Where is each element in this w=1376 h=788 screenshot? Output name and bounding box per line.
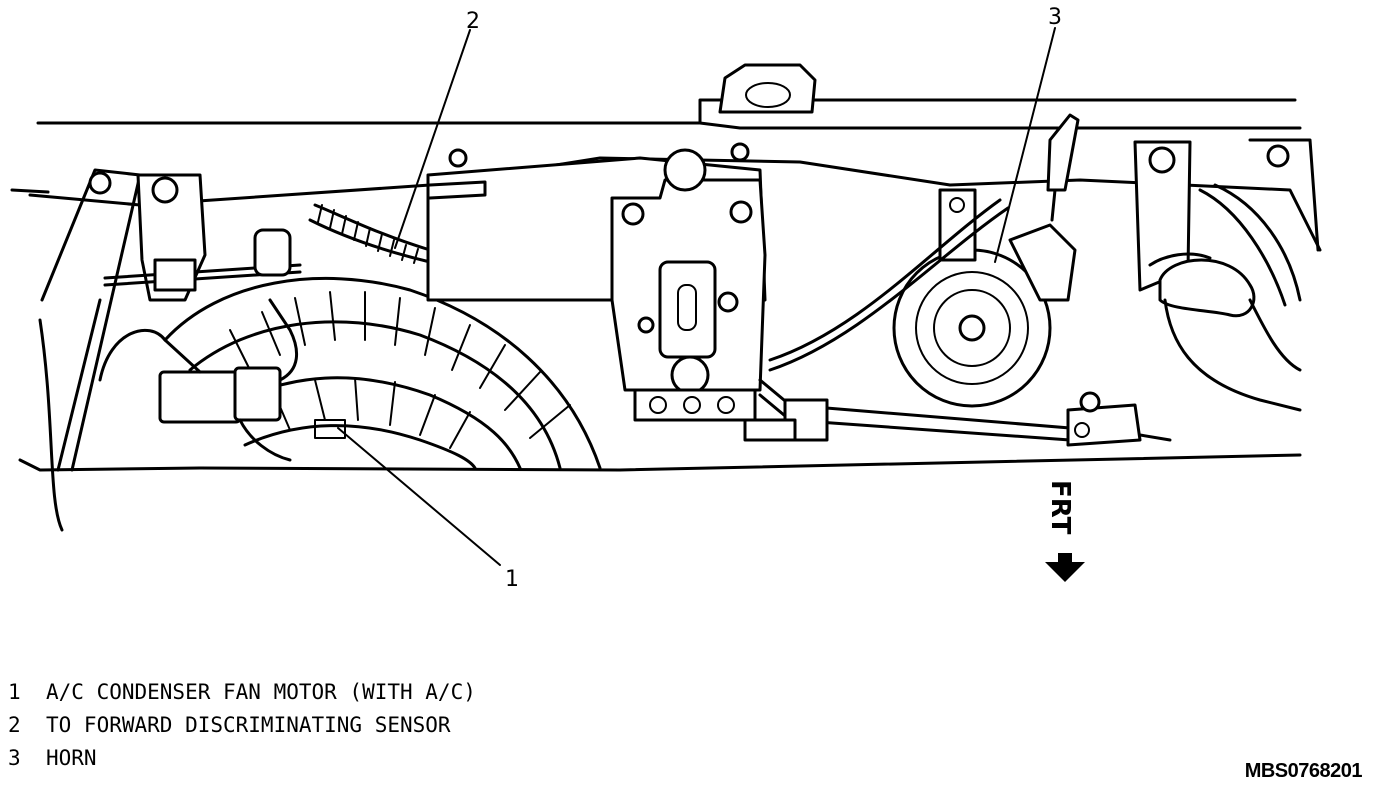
legend-text: HORN xyxy=(46,746,97,770)
latch-bracket xyxy=(103,173,302,302)
callout-number-1: 1 xyxy=(505,567,519,592)
legend-number: 1 xyxy=(8,680,21,704)
legend-text: TO FORWARD DISCRIMINATING SENSOR xyxy=(46,713,451,737)
fan-connector xyxy=(98,298,299,462)
mounting-bracket xyxy=(610,148,767,422)
front-direction-indicator: FRT xyxy=(1045,480,1085,582)
figure-id: MBS0768201 xyxy=(1244,760,1363,782)
legend: 1 A/C CONDENSER FAN MOTOR (WITH A/C) 2 TO … xyxy=(8,676,476,775)
arrow-down-icon xyxy=(1045,553,1085,582)
hose xyxy=(1158,183,1302,412)
right-brace xyxy=(1248,138,1320,252)
front-label: FRT xyxy=(1045,480,1075,535)
legend-item: 1 A/C CONDENSER FAN MOTOR (WITH A/C) xyxy=(8,676,476,709)
horn xyxy=(768,188,1077,408)
radiator-support-panel xyxy=(10,98,1322,472)
legend-item: 3 HORN xyxy=(8,742,476,775)
engine-compartment-diagram: 1 2 3 FRT xyxy=(10,5,1322,592)
legend-item: 2 TO FORWARD DISCRIMINATING SENSOR xyxy=(8,709,476,742)
left-brace xyxy=(38,168,142,532)
lower-harness xyxy=(743,378,1172,447)
legend-number: 3 xyxy=(8,746,21,770)
callout-number-2: 2 xyxy=(466,9,480,34)
callout-leader-1 xyxy=(337,427,501,566)
sensor-harness xyxy=(308,203,432,264)
callout-leader-3 xyxy=(994,27,1056,263)
legend-text: A/C CONDENSER FAN MOTOR (WITH A/C) xyxy=(46,680,476,704)
callout-leader-2 xyxy=(394,29,471,249)
horn-bracket-tab xyxy=(1046,113,1080,222)
callout-number-3: 3 xyxy=(1048,5,1062,30)
right-bracket xyxy=(1133,140,1212,292)
legend-number: 2 xyxy=(8,713,21,737)
hood-latch xyxy=(718,63,817,114)
